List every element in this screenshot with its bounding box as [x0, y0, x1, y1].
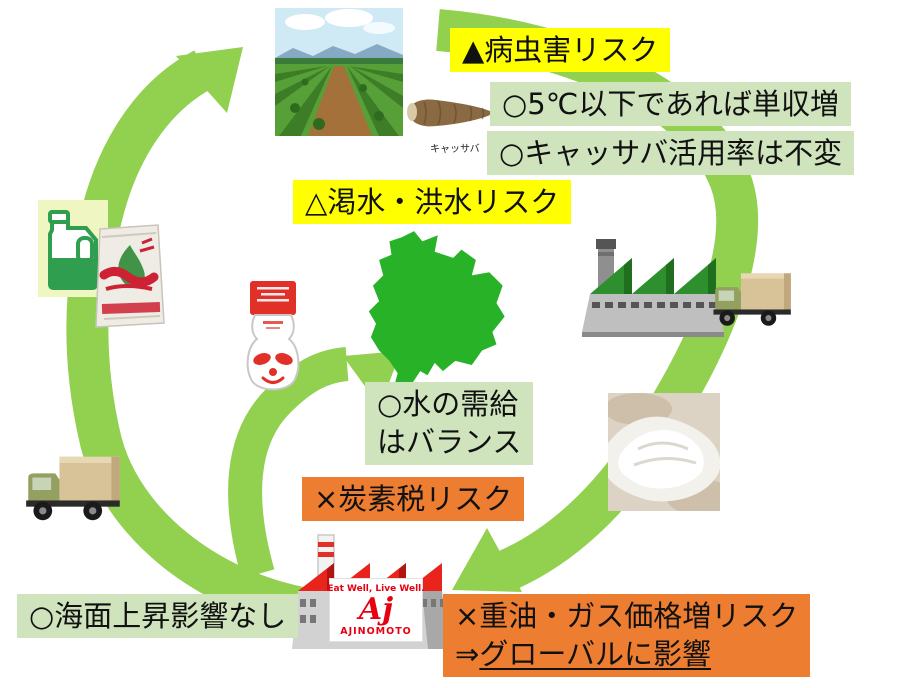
water-balance-note-label: ○水の需給 はバランス — [365, 382, 534, 465]
inner-arrow — [228, 347, 401, 579]
yield-note-label: ○5℃以下であれば単収増 — [490, 82, 852, 127]
fuel-gas-risk-line1: ×重油・ガス価格増リスク — [455, 599, 799, 633]
pest-risk-label: ▲病虫害リスク — [450, 28, 671, 73]
ajinomoto-panda-bottle-icon — [233, 275, 313, 405]
cassava-use-note-label: ○キャッサバ活用率は不変 — [487, 131, 855, 176]
tapioca-starch-photo — [608, 393, 720, 511]
left-ring-arrow — [66, 47, 316, 631]
ajinomoto-sign: Eat Well, Live Well. Aj AJINOMOTO — [327, 579, 425, 641]
drought-flood-risk-label: △渇水・洪水リスク — [293, 180, 572, 225]
ajinomoto-plant-icon: Eat Well, Live Well. Aj AJINOMOTO — [290, 533, 455, 657]
carbon-tax-risk-label: ×炭素税リスク — [302, 477, 525, 522]
starch-factory-icon — [578, 236, 726, 338]
fuel-gas-risk-label: ×重油・ガス価格増リスク ⇒グローバルに影響 — [443, 594, 811, 677]
water-balance-line1: ○水の需給 — [377, 387, 519, 421]
arrowhead-to-plant — [452, 528, 522, 592]
sea-level-note-label: ○海面上昇影響なし — [17, 594, 299, 639]
seasoning-bag-photo — [90, 223, 168, 331]
green-jug-product-icon — [38, 200, 108, 297]
ajinomoto-logo: Aj — [358, 591, 394, 627]
ajinomoto-tagline: Eat Well, Live Well. — [327, 583, 425, 594]
ajinomoto-brand: AJINOMOTO — [340, 625, 412, 637]
fuel-gas-risk-global: グローバルに影響 — [479, 637, 712, 672]
delivery-truck-right-icon — [710, 268, 796, 332]
delivery-truck-left-icon — [22, 450, 126, 528]
fuel-gas-risk-arrow: ⇒ — [455, 637, 480, 672]
arrowhead-to-field — [176, 47, 243, 113]
cassava-field-photo — [275, 8, 403, 136]
cassava-root-caption: キャッサバ — [430, 144, 480, 155]
fuel-gas-risk-line2: ⇒グローバルに影響 — [455, 635, 798, 673]
cassava-root-photo — [402, 88, 498, 138]
arrowhead-to-map — [343, 351, 401, 407]
water-balance-line2: はバランス — [377, 425, 522, 460]
